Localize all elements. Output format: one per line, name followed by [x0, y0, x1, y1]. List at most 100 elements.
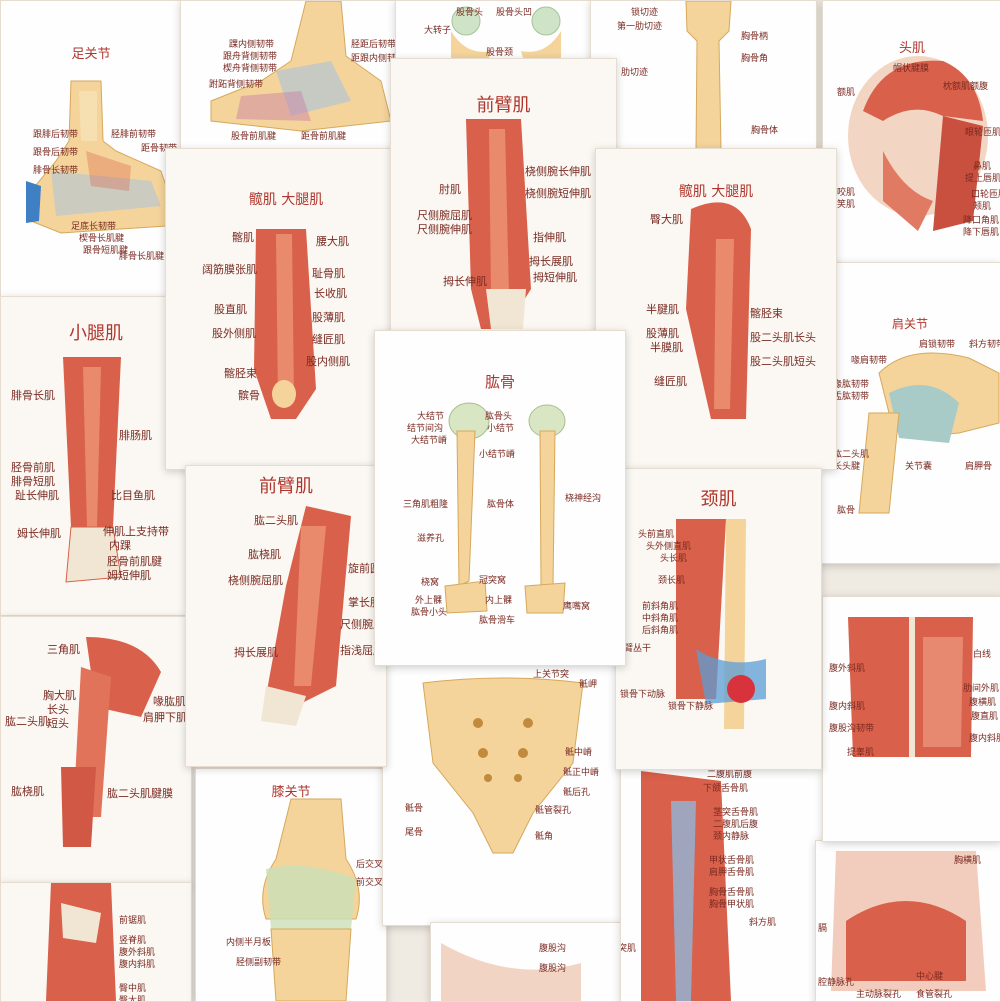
hip-front-illustration [254, 229, 316, 419]
label: 咬肌 [837, 188, 856, 198]
card-title: 髋肌 大腿肌 [248, 192, 324, 208]
label: 桡侧腕屈肌 [228, 574, 283, 587]
label: 腰大肌 [316, 235, 349, 248]
label: 股外侧肌 [212, 327, 256, 340]
label: 臀大肌 [119, 996, 147, 1002]
label: 肱二头肌 [833, 450, 870, 460]
label: 肱骨 [837, 506, 856, 516]
label: 外上髁 [415, 596, 443, 606]
humerus-illustration [444, 402, 566, 614]
label: 跟腓后韧带 [33, 130, 79, 140]
label: 胫骨前肌 [11, 461, 55, 474]
label: 腹内斜肌 [829, 702, 866, 712]
label: 三角肌粗隆 [403, 500, 449, 510]
label: 大结节 [417, 412, 445, 422]
label: 短头 [47, 717, 69, 730]
label: 胸骨舌骨肌 [709, 888, 755, 898]
label: 鼻肌 [973, 162, 992, 172]
label: 肱桡肌 [248, 548, 281, 561]
card-abdomen[interactable]: 白线 腹外斜肌 肋间外肌 腹横肌 腹内斜肌 腹直肌 腹股沟韧带 腹内斜肌 提睾肌 [822, 596, 1000, 842]
card-neck-muscles[interactable]: 颈肌 头前直肌 头外侧直肌 头长肌 颈长肌 前斜角肌 中斜角肌 后斜角肌 臂丛干… [615, 468, 822, 770]
card-head-muscles[interactable]: 头肌 帽状腱膜 额肌 枕额肌额腹 眼轮匝肌 鼻肌 提上唇肌 口轮匝肌 颊肌 降口… [822, 0, 1000, 264]
label: 指浅屈肌 [340, 644, 384, 657]
label: 胸横肌 [954, 856, 982, 866]
label: 耻骨肌 [312, 267, 345, 280]
card-shoulder[interactable]: 肩关节 肩锁韧带 斜方韧带 喙肩韧带 喙肱韧带 盂肱韧带 肱二头肌 长头腱 关节… [818, 262, 1000, 564]
card-ankle[interactable]: 踝内侧韧带 跟舟背侧韧带 楔舟背侧韧带 胫距后韧带 距跟内侧韧带 跗跖背侧韧带 … [180, 0, 397, 152]
label: 尺侧腕伸肌 [417, 223, 472, 236]
label: 股骨头 [456, 8, 484, 18]
label: 口轮匝肌 [971, 190, 1000, 200]
label: 腹内斜肌 [119, 960, 156, 970]
label: 长头 [47, 703, 69, 716]
card-calf-muscles[interactable]: 小腿肌 腓骨长肌 腓肠肌 胫骨前肌 腓骨短肌 趾长伸肌 比目鱼肌 伸肌上支持带 … [0, 296, 192, 616]
label: 腹股沟 [539, 944, 567, 954]
label: 髌骨 [238, 389, 260, 402]
label: 股二头肌短头 [750, 355, 816, 368]
card-sternum[interactable]: 锁切迹 第一肋切迹 胸骨柄 胸骨角 肋切迹 胸骨体 [590, 0, 817, 152]
label: 颊肌 [973, 202, 992, 212]
card-diaphragm[interactable]: 胸横肌 膈 中心腱 腔静脉孔 主动脉裂孔 食管裂孔 [815, 840, 1000, 1002]
forearm-front-illustration [261, 506, 351, 726]
card-humerus[interactable]: 肱骨 大结节 结节间沟 大结节嵴 肱骨头 小结节 小结节嵴 三角肌粗隆 肱骨体 … [374, 330, 626, 666]
label: 内踝 [109, 539, 131, 552]
label: 头前直肌 [638, 530, 675, 540]
label: 跟舟背侧韧带 [223, 52, 278, 62]
label: 臀中肌 [119, 984, 147, 994]
label: 肘肌 [439, 183, 461, 196]
card-sacrum[interactable]: 骶岬 上关节突 骶中嵴 骶正中嵴 骶后孔 骶骨 骶管裂孔 尾骨 骶角 [382, 662, 624, 926]
label: 头长肌 [660, 554, 688, 564]
label: 距骨前肌腱 [301, 132, 347, 142]
card-back-muscles[interactable]: 前锯肌 竖脊肌 腹外斜肌 腹内斜肌 臀中肌 臀大肌 [0, 882, 192, 1002]
calf-illustration [63, 357, 122, 583]
label: 楔骨长肌腱 [79, 234, 125, 244]
label: 跟骨短肌腱 [83, 246, 129, 256]
label: 指伸肌 [533, 231, 566, 244]
card-title: 小腿肌 [69, 323, 123, 344]
label: 胸骨体 [751, 126, 779, 136]
label: 跗跖背侧韧带 [209, 80, 264, 90]
card-arm-muscles[interactable]: 三角肌 胸大肌 喙肱肌 长头 肱二头肌 肩胛下肌 短头 肱桡肌 肱二头肌腱膜 [0, 616, 192, 886]
forearm-back-illustration [466, 119, 531, 329]
label: 股直肌 [214, 303, 247, 316]
card-hip-thigh-back[interactable]: 髋肌 大腿肌 臀大肌 半腱肌 髂胫束 股薄肌 股二头肌长头 半膜肌 股二头肌短头… [595, 148, 837, 470]
neck-illustration [641, 771, 731, 1001]
card-title: 头肌 [898, 41, 925, 56]
label: 拇长展肌 [234, 646, 278, 659]
label: 拇长伸肌 [443, 275, 487, 288]
card-foot-joint[interactable]: 足关节 跟腓后韧带 胫腓前韧带 跟骨后韧带 距骨韧带 腓骨长韧带 足底长韧带 楔… [0, 0, 182, 300]
label: 半腱肌 [646, 303, 679, 316]
label: 提睾肌 [847, 748, 875, 758]
label: 骶角 [535, 832, 554, 842]
card-neck-front[interactable]: 二腹肌前腹 下颌舌骨肌 茎突舌骨肌 二腹肌后腹 颈内静脉 甲状舌骨肌 肩胛舌骨肌… [620, 760, 827, 1002]
card-hip-thigh-front[interactable]: 髋肌 大腿肌 髂肌 腰大肌 阔筋膜张肌 耻骨肌 长收肌 股直肌 股薄肌 股外侧肌… [165, 148, 407, 470]
label: 胸骨柄 [741, 32, 769, 42]
label: 骶中嵴 [565, 748, 593, 758]
card-title: 前臂肌 [259, 476, 313, 497]
label: 帽状腱膜 [893, 64, 930, 74]
ankle-illustration [210, 1, 392, 132]
label: 中斜角肌 [642, 614, 679, 624]
card-femur-heads[interactable]: 股骨头 股骨头凹 大转子 股骨颈 [395, 0, 592, 62]
label: 内侧半月板 [226, 938, 272, 948]
label: 颈内静脉 [713, 832, 750, 842]
card-groin[interactable]: 腹股沟 腹股沟 [430, 922, 622, 1002]
label: 胸骨甲状肌 [709, 900, 755, 910]
label: 肩胛舌骨肌 [709, 868, 755, 878]
label: 股骨头凹 [496, 8, 533, 18]
head-illustration [848, 56, 988, 231]
card-forearm-posterior[interactable]: 前臂肌 桡侧腕长伸肌 肘肌 桡侧腕短伸肌 尺侧腕屈肌 尺侧腕伸肌 指伸肌 拇长展… [390, 58, 617, 340]
label: 腹直肌 [971, 712, 999, 722]
label: 胸骨角 [741, 54, 769, 64]
card-title: 肱骨 [484, 373, 515, 391]
label: 长头腱 [833, 462, 861, 472]
label: 胫侧副韧带 [236, 958, 282, 968]
label: 缝匠肌 [312, 333, 345, 346]
label: 肋切迹 [621, 68, 649, 78]
label: 滋养孔 [417, 534, 445, 544]
card-forearm-anterior[interactable]: 前臂肌 肱二头肌 肱桡肌 旋前圆肌 桡侧腕屈肌 掌长肌 尺侧腕屈肌 拇长展肌 指… [185, 465, 387, 767]
label: 降下唇肌 [963, 228, 1000, 238]
label: 颈长肌 [658, 576, 686, 586]
card-knee[interactable]: 膝关节 后交叉韧带 前交叉韧带 内侧半月板 胫侧副韧带 [195, 768, 387, 1002]
label: 骶后孔 [563, 788, 591, 798]
